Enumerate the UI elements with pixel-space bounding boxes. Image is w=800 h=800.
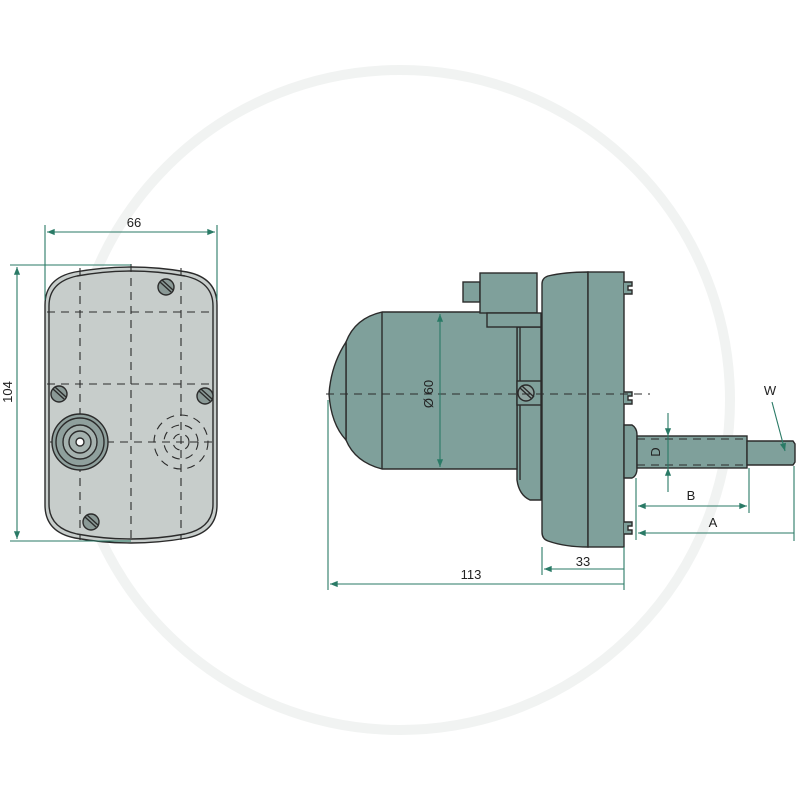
- shaft-tip-label: W: [764, 383, 777, 398]
- front-view: 66 104: [0, 215, 218, 544]
- connector-nub: [462, 281, 481, 303]
- screw-icon: [82, 513, 100, 531]
- overall-length-label: 113: [461, 567, 482, 582]
- screw-icon: [196, 387, 214, 405]
- screw-icon: [50, 385, 68, 403]
- output-shaft: [636, 435, 748, 469]
- width-label: 66: [127, 215, 141, 230]
- motor-end-cap: [328, 339, 347, 442]
- motor-flange: [516, 326, 542, 501]
- side-view: Ø 60 D B A W 33 113: [326, 271, 796, 590]
- shaft-collar: [623, 424, 638, 479]
- key-cylinder-icon: [51, 413, 109, 471]
- gearbox-housing: [541, 271, 589, 548]
- shaft-length-a-label: A: [709, 515, 718, 530]
- hidden-switch-icon: [153, 414, 209, 470]
- diameter-label: Ø 60: [421, 380, 436, 408]
- screw-icon: [157, 278, 175, 296]
- mounting-tab: [624, 521, 633, 535]
- mounting-tab: [624, 281, 633, 295]
- screw-icon: [516, 380, 542, 406]
- shaft-tip: [746, 440, 796, 466]
- mounting-tab: [624, 391, 633, 405]
- connector-plate: [486, 312, 542, 328]
- shaft-length-b-label: B: [687, 488, 696, 503]
- gearbox-depth-label: 33: [576, 554, 590, 569]
- shaft-diameter-label: D: [648, 447, 663, 456]
- connector-block: [479, 272, 538, 314]
- height-label: 104: [0, 381, 15, 403]
- gearbox-cover: [587, 271, 625, 548]
- shaft-tip-leader: [771, 401, 787, 452]
- hidden-lines: [47, 264, 215, 544]
